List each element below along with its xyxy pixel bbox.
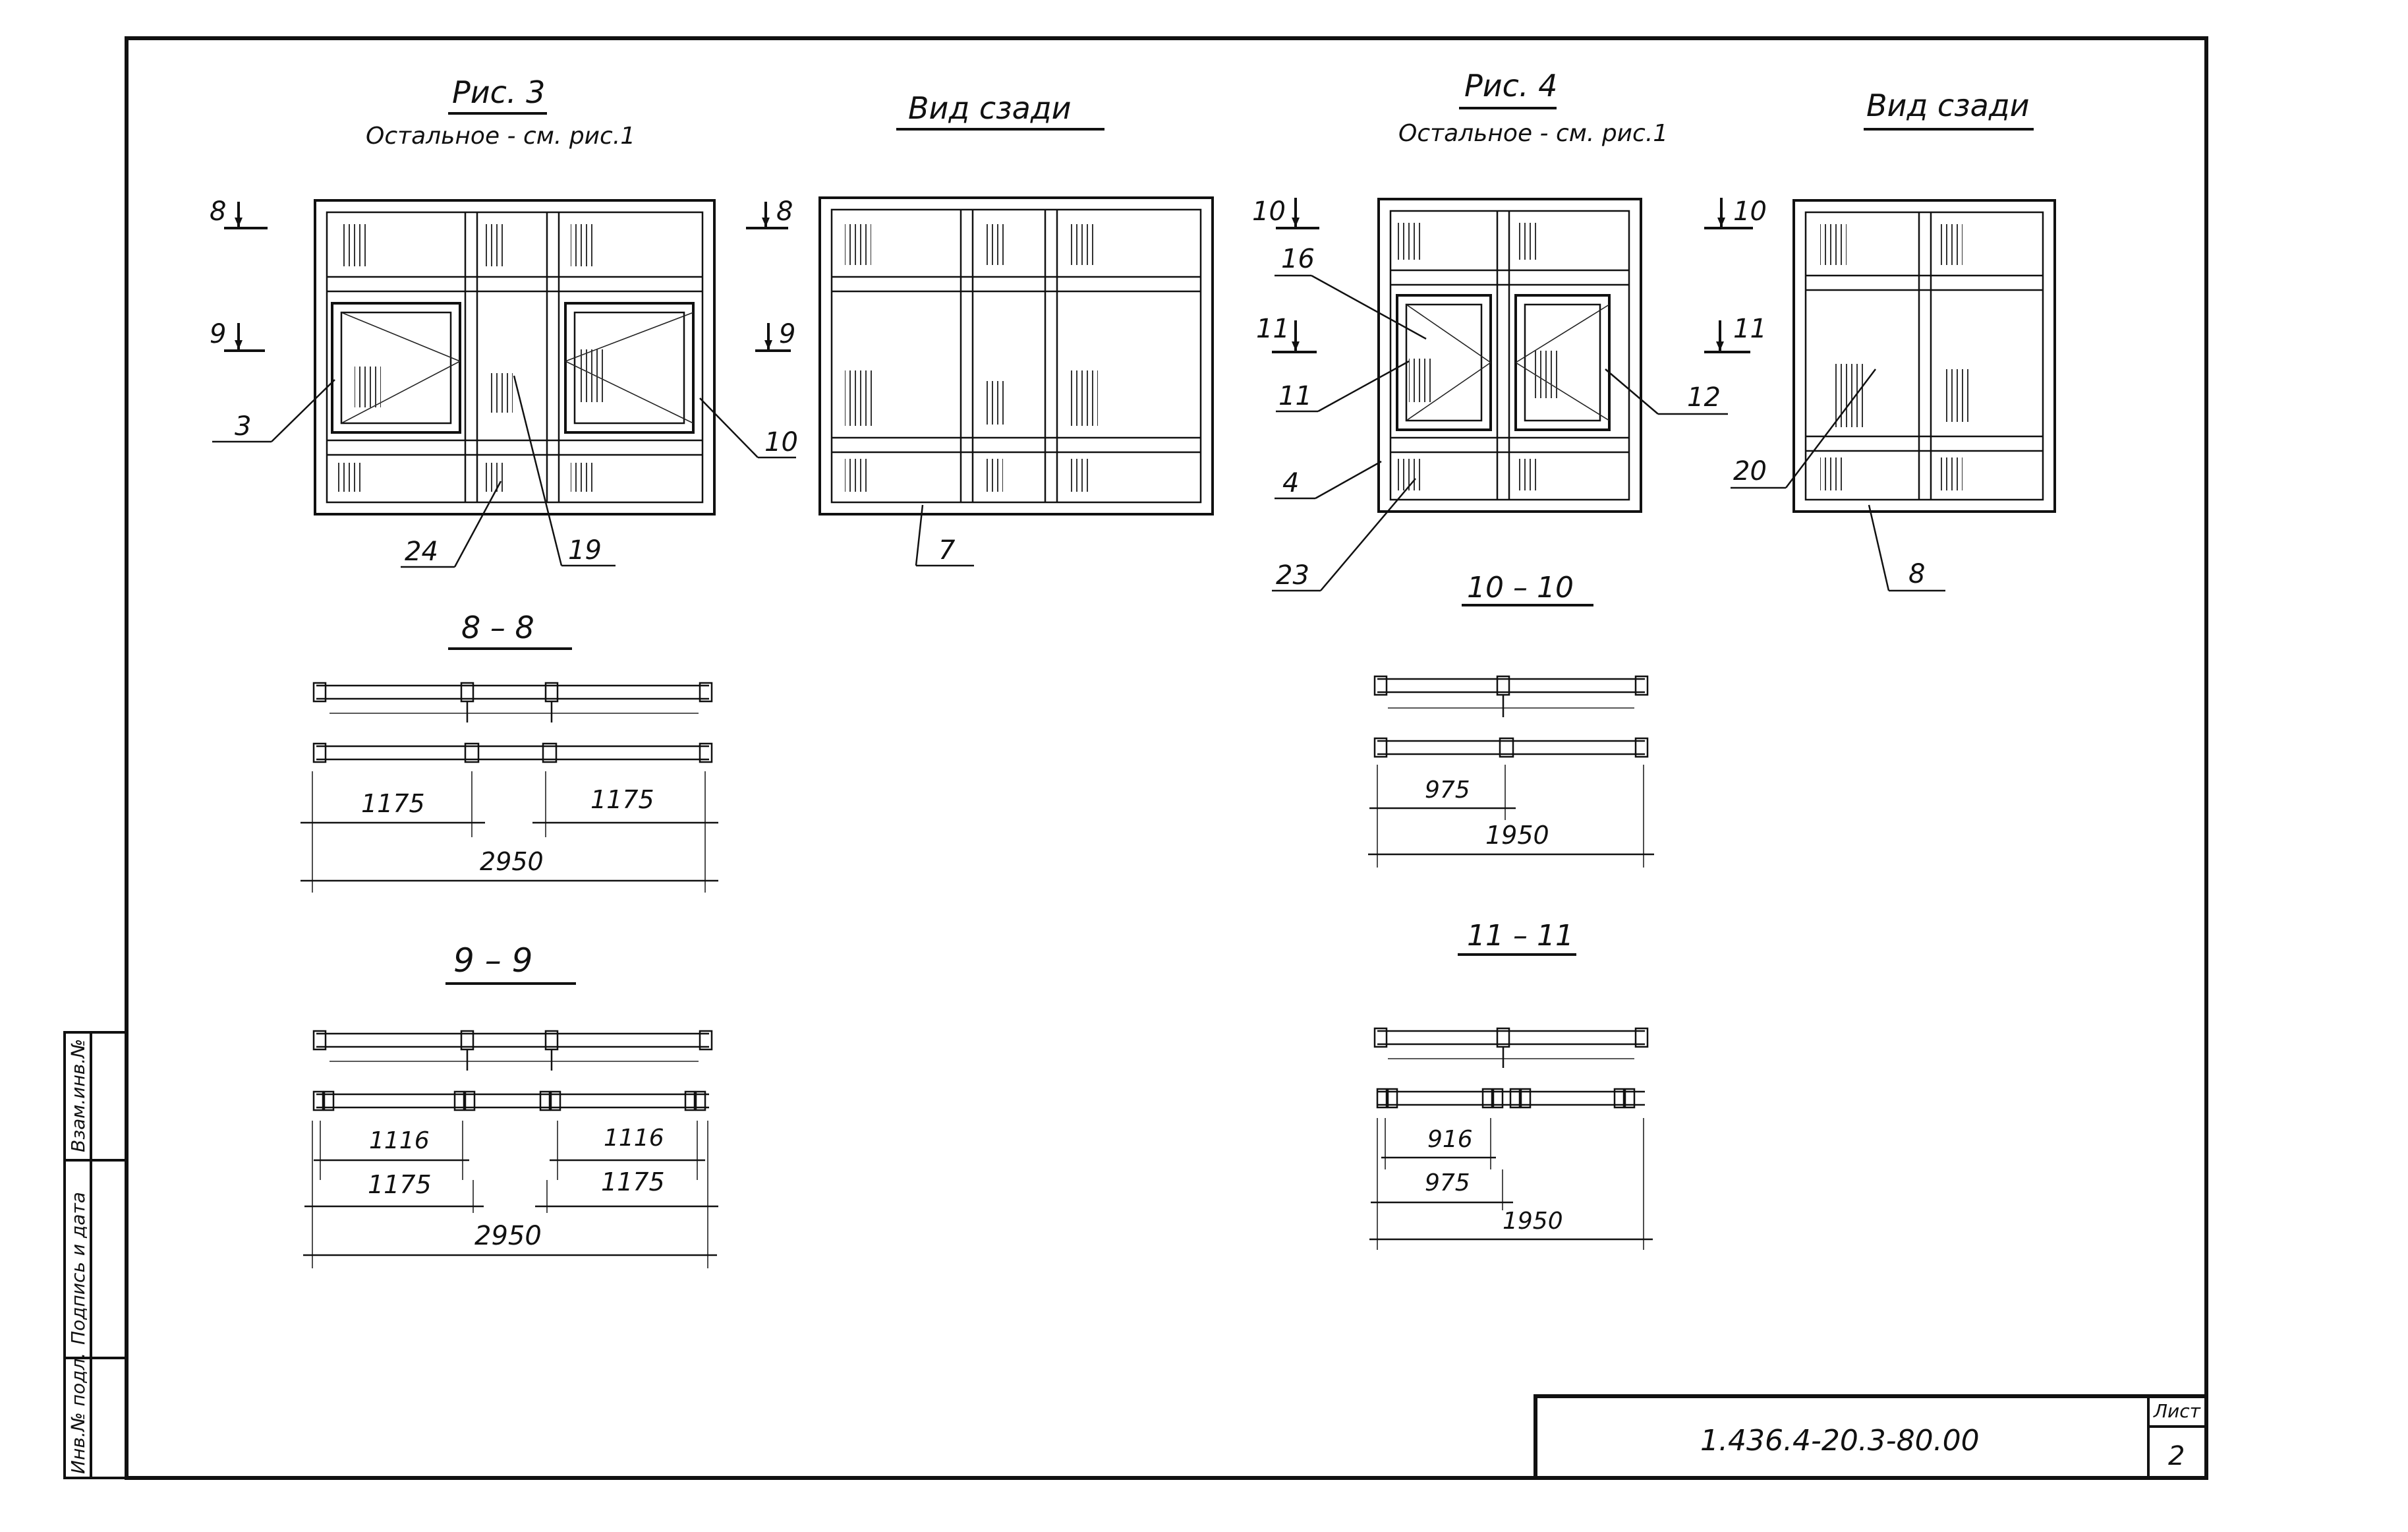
fig4-back-view: Вид сзади 20 8 xyxy=(1731,88,2056,592)
section-8-8-dim-right: 1175 xyxy=(590,785,654,814)
section-11-11-dim-inner: 916 xyxy=(1427,1126,1473,1153)
fig4-front-view: Рис. 4 Остальное - см. рис.1 10 10 11 xyxy=(1252,68,1767,592)
section-8-8: 8 – 8 1175 1175 2950 xyxy=(301,610,718,893)
section-9-9-dim-total: 2950 xyxy=(474,1221,542,1251)
fig3-cut-9-left: 9 xyxy=(210,319,226,349)
section-11-11-title: 11 – 11 xyxy=(1467,919,1574,953)
section-9-9-dim-inner-left: 1116 xyxy=(369,1127,430,1154)
fig4-cut-11-right: 11 xyxy=(1733,314,1767,344)
section-9-9: 9 – 9 1116 1116 1175 xyxy=(303,941,718,1268)
section-10-10-title: 10 – 10 xyxy=(1467,571,1574,604)
section-9-9-title: 9 – 9 xyxy=(453,941,532,980)
fig3-cut-8-left: 8 xyxy=(210,196,226,227)
fig3-front-view: Рис. 3 Остальное - см. рис.1 xyxy=(210,74,798,568)
fig4-back-callout-8: 8 xyxy=(1908,559,1925,589)
fig3-title: Рис. 3 xyxy=(452,74,545,110)
stamp-replace-label: Взам.инв.№ xyxy=(67,1039,89,1152)
section-10-10: 10 – 10 975 1950 xyxy=(1368,571,1654,868)
fig3-callout-24: 24 xyxy=(405,537,438,567)
fig4-title: Рис. 4 xyxy=(1464,68,1557,103)
fig4-note: Остальное - см. рис.1 xyxy=(1398,120,1668,147)
section-8-8-title: 8 – 8 xyxy=(461,610,534,645)
section-9-9-dim-left: 1175 xyxy=(368,1170,432,1199)
stamp-inv-label: Инв.№ подл. xyxy=(67,1353,89,1474)
fig4-cut-10-left: 10 xyxy=(1252,196,1286,227)
section-9-9-dim-inner-right: 1116 xyxy=(604,1125,664,1152)
fig4-callout-16: 16 xyxy=(1281,244,1315,274)
fig3-callout-10: 10 xyxy=(764,427,798,457)
section-8-8-dim-total: 2950 xyxy=(480,847,544,876)
fig3-cut-8-right: 8 xyxy=(776,196,793,227)
section-9-9-dim-right: 1175 xyxy=(601,1167,665,1196)
fig3-callout-19: 19 xyxy=(568,535,602,566)
sheet-number: 2 xyxy=(2168,1441,2185,1471)
section-10-10-dim-total: 1950 xyxy=(1485,821,1549,850)
section-8-8-dim-left: 1175 xyxy=(361,789,425,818)
sheet-label: Лист xyxy=(2153,1400,2201,1422)
fig4-back-callout-20: 20 xyxy=(1733,456,1767,486)
left-stamp-strip: Инв.№ подл. Подпись и дата Взам.инв.№ xyxy=(63,1031,128,1479)
fig3-note: Остальное - см. рис.1 xyxy=(366,123,635,150)
stamp-sign-label: Подпись и дата xyxy=(67,1192,89,1345)
fig3-callout-3: 3 xyxy=(235,411,251,442)
fig4-callout-11: 11 xyxy=(1278,381,1312,411)
section-11-11-dim-total: 1950 xyxy=(1503,1208,1563,1235)
fig4-cut-11-left: 11 xyxy=(1256,314,1290,344)
fig3-cut-9-right: 9 xyxy=(779,319,795,349)
section-10-10-dim-half: 975 xyxy=(1425,777,1470,804)
section-11-11: 11 – 11 916 975 1950 xyxy=(1369,919,1653,1250)
fig3-back-title: Вид сзади xyxy=(908,90,1072,126)
fig3-back-callout-7: 7 xyxy=(938,535,956,566)
fig4-back-title: Вид сзади xyxy=(1866,88,2030,123)
fig3-back-view: Вид сзади 7 xyxy=(818,90,1214,567)
sheet-frame xyxy=(125,36,2208,1480)
fig4-callout-23: 23 xyxy=(1276,560,1309,591)
fig4-callout-4: 4 xyxy=(1282,468,1299,498)
doc-code: 1.436.4-20.3-80.00 xyxy=(1700,1424,1980,1458)
fig4-callout-12: 12 xyxy=(1687,382,1721,413)
fig4-cut-10-right: 10 xyxy=(1733,196,1767,227)
section-11-11-dim-half: 975 xyxy=(1425,1169,1470,1196)
title-block: 1.436.4-20.3-80.00 Лист 2 xyxy=(1534,1394,2208,1480)
